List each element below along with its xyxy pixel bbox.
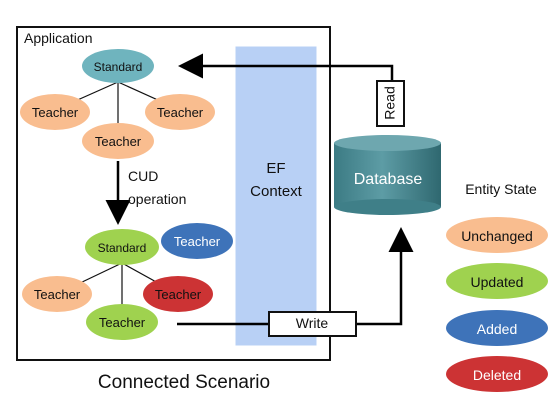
teacher-node-before-right	[145, 94, 215, 130]
ef-context-bar	[235, 46, 317, 346]
teacher-node-updated-label: Teacher	[99, 315, 146, 330]
write-label: Write	[296, 315, 329, 331]
write-arrow	[177, 227, 414, 326]
write-box	[268, 311, 357, 337]
database-label: Database	[354, 171, 423, 188]
standard-node-before-label: Standard	[94, 60, 143, 74]
legend-unchanged-swatch	[446, 217, 548, 253]
standard-node-before	[82, 49, 154, 83]
cud-operation-label-line2: operation	[128, 191, 186, 207]
legend-items: Unchanged Updated Added Deleted	[446, 217, 548, 392]
database-cylinder: Database	[334, 135, 441, 215]
entity-state-title: Entity State	[465, 181, 537, 197]
teacher-node-after-left	[22, 276, 92, 312]
standard-node-after-label: Standard	[98, 241, 147, 255]
ef-context-label-line1: EF	[266, 160, 285, 177]
legend-added-swatch	[446, 310, 548, 346]
teacher-node-after-left-label: Teacher	[34, 287, 81, 302]
teacher-node-deleted	[143, 276, 213, 312]
teacher-node-added	[161, 223, 233, 259]
teacher-node-deleted-label: Teacher	[155, 287, 202, 302]
legend-unchanged-label: Unchanged	[461, 228, 533, 244]
teacher-node-before-left-label: Teacher	[32, 105, 79, 120]
teacher-node-updated	[86, 304, 158, 340]
teacher-node-before-center-label: Teacher	[95, 134, 142, 149]
read-label: Read	[382, 86, 398, 119]
graph-before: Standard Teacher Teacher Teacher	[20, 49, 215, 159]
legend-updated-swatch	[446, 263, 548, 299]
application-frame	[16, 26, 331, 361]
legend-updated-label: Updated	[471, 274, 524, 290]
graph-after: Standard Teacher Teacher Teacher Teacher	[22, 223, 233, 340]
legend-added-label: Added	[477, 321, 517, 337]
legend-deleted-swatch	[446, 356, 548, 392]
application-label: Application	[24, 30, 93, 46]
teacher-node-before-right-label: Teacher	[157, 105, 204, 120]
connected-scenario-caption: Connected Scenario	[98, 372, 270, 393]
read-box	[376, 80, 405, 127]
cud-operation-label-line1: CUD	[128, 168, 158, 184]
teacher-node-before-left	[20, 94, 90, 130]
ef-context-label-line2: Context	[250, 183, 303, 200]
legend-deleted-label: Deleted	[473, 367, 521, 383]
teacher-node-added-label: Teacher	[174, 234, 221, 249]
standard-node-after	[85, 229, 159, 265]
teacher-node-before-center	[82, 123, 154, 159]
